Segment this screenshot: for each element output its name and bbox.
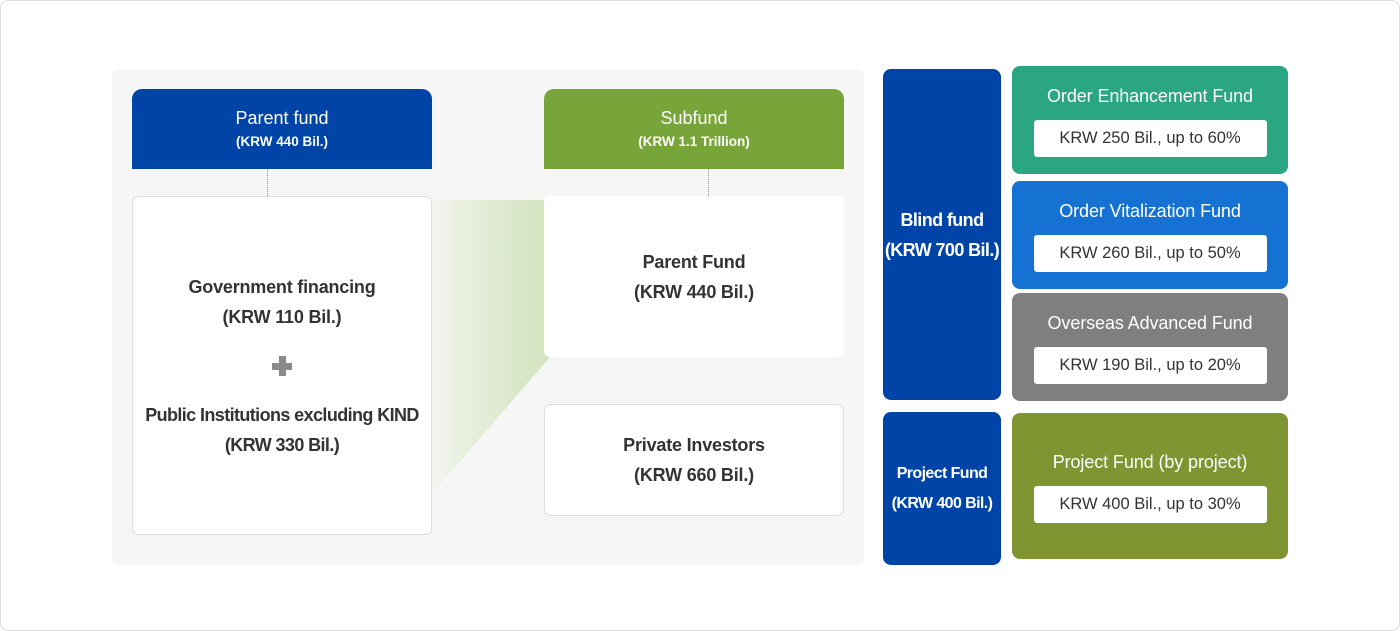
private-investors-card: Private Investors (KRW 660 Bil.) <box>544 404 844 516</box>
public-institutions-amount: (KRW 330 Bil.) <box>224 434 340 455</box>
fund-name: Project Fund (by project) <box>1052 451 1248 472</box>
parent-connector-line <box>267 169 268 196</box>
subfund-parent-amount: (KRW 440 Bil.) <box>634 281 754 302</box>
fund-value: KRW 250 Bil., up to 60% <box>1033 119 1267 157</box>
project-fund-block: Project Fund (KRW 400 Bil.) <box>883 412 1001 565</box>
project-fund-group-amount: (KRW 400 Bil.) <box>891 494 993 512</box>
subfund-parent-fund-card: Parent Fund (KRW 440 Bil.) <box>544 196 844 357</box>
private-investors-label: Private Investors <box>623 435 765 455</box>
project-fund-by-project-card: Project Fund (by project) KRW 400 Bil., … <box>1012 413 1288 559</box>
flow-funnel-shape <box>425 200 550 502</box>
overseas-advanced-fund-card: Overseas Advanced Fund KRW 190 Bil., up … <box>1012 293 1288 401</box>
government-financing-label: Government financing <box>188 276 376 297</box>
public-institutions-label: Public Institutions excluding KIND <box>145 404 419 425</box>
fund-value: KRW 260 Bil., up to 50% <box>1033 234 1267 272</box>
blind-fund-amount: (KRW 700 Bil.) <box>884 239 1000 260</box>
order-vitalization-fund-card: Order Vitalization Fund KRW 260 Bil., up… <box>1012 181 1288 289</box>
order-enhancement-fund-card: Order Enhancement Fund KRW 250 Bil., up … <box>1012 66 1288 174</box>
parent-fund-amount: (KRW 440 Bil.) <box>235 134 328 149</box>
subfund-connector-line <box>708 169 709 196</box>
subfund-parent-label: Parent Fund <box>642 251 746 272</box>
fund-name: Order Vitalization Fund <box>1059 200 1241 221</box>
subfund-title: Subfund <box>660 108 728 128</box>
parent-fund-sources-card: Government financing (KRW 110 Bil.) Publ… <box>132 196 432 535</box>
funnel-polygon <box>425 200 550 502</box>
subfund-amount: (KRW 1.1 Trillion) <box>638 134 750 149</box>
fund-name: Order Enhancement Fund <box>1047 85 1253 106</box>
parent-fund-title: Parent fund <box>235 108 329 128</box>
parent-fund-header: Parent fund (KRW 440 Bil.) <box>132 89 432 169</box>
private-investors-amount: (KRW 660 Bil.) <box>634 465 754 485</box>
blind-fund-label: Blind fund <box>900 209 985 230</box>
fund-name: Overseas Advanced Fund <box>1047 312 1253 333</box>
government-financing-amount: (KRW 110 Bil.) <box>222 306 342 327</box>
fund-value: KRW 190 Bil., up to 20% <box>1033 346 1267 384</box>
blind-fund-block: Blind fund (KRW 700 Bil.) <box>883 69 1001 400</box>
fund-value: KRW 400 Bil., up to 30% <box>1033 485 1267 523</box>
project-fund-group-label: Project Fund <box>896 464 988 482</box>
plus-icon <box>272 355 292 376</box>
subfund-header: Subfund (KRW 1.1 Trillion) <box>544 89 844 169</box>
